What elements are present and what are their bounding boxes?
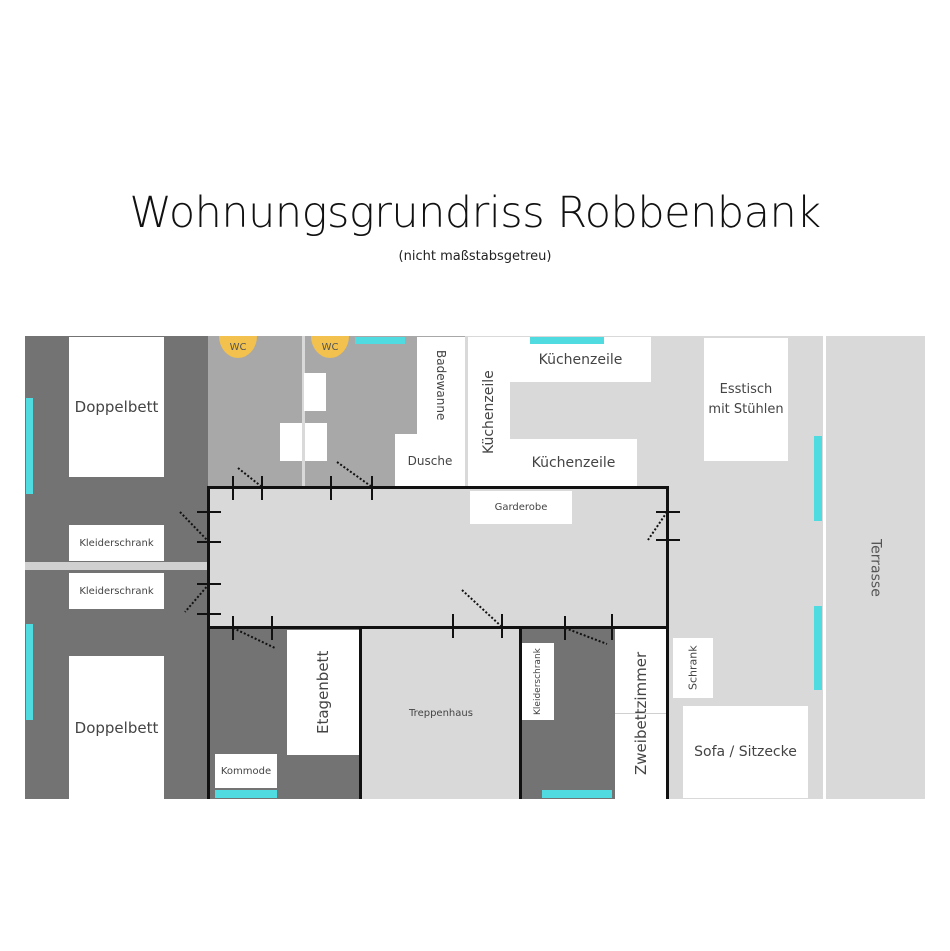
window — [26, 398, 33, 494]
wall — [207, 486, 210, 799]
dresser-label: Kommode — [220, 765, 272, 777]
terrace-divider — [823, 336, 826, 799]
garderobe: Garderobe — [470, 491, 572, 524]
wardrobe-top: Kleiderschrank — [69, 525, 164, 561]
shower: Dusche — [395, 434, 465, 488]
window — [814, 436, 822, 521]
page-subtitle: (nicht maßstabsgetreu) — [398, 249, 552, 264]
doors — [179, 461, 680, 649]
sink — [304, 373, 326, 411]
bedroom-divider — [25, 562, 208, 570]
window — [355, 337, 405, 344]
kitchen-counter-top: Küchenzeile — [510, 337, 651, 382]
dining-table-line2: mit Stühlen — [708, 401, 784, 417]
kitchen-counter-bottom: Küchenzeile — [510, 439, 637, 487]
bathtub-label: Badewanne — [434, 350, 448, 421]
double-bed-label: Doppelbett — [74, 398, 159, 416]
wc-toilet-left: WC — [219, 336, 257, 358]
sofa-label: Sofa / Sitzecke — [694, 744, 797, 760]
shower-label: Dusche — [407, 454, 453, 468]
wardrobe-label: Kleiderschrank — [79, 585, 154, 597]
wardrobe-bottom: Kleiderschrank — [69, 573, 164, 609]
wall — [519, 626, 522, 799]
window — [26, 624, 33, 720]
double-bed-top: Doppelbett — [69, 337, 164, 477]
terrace-label: Terrasse — [867, 538, 884, 597]
stairwell: Treppenhaus — [362, 628, 520, 799]
toilet-label: WC — [229, 341, 247, 353]
sink — [305, 423, 327, 461]
floor-plan: Doppelbett Kleiderschrank Kleiderschrank… — [25, 336, 925, 799]
wc-toilet-bath: WC — [311, 336, 349, 358]
wall — [207, 626, 669, 629]
stairwell-label: Treppenhaus — [409, 708, 473, 719]
window — [542, 790, 612, 798]
toilet-label: WC — [321, 341, 339, 353]
window — [215, 790, 277, 798]
wall — [207, 486, 669, 489]
double-bed-label: Doppelbett — [74, 718, 159, 737]
page-title: Wohnungsgrundriss Robbenbank — [129, 188, 821, 238]
wc-room — [208, 336, 302, 488]
kitchen-counter-label: Küchenzeile — [538, 351, 623, 368]
dresser: Kommode — [215, 754, 277, 788]
terrace: Terrasse — [826, 336, 925, 799]
double-bed-bottom: Doppelbett — [69, 656, 164, 799]
bed-divider — [615, 713, 667, 714]
sofa: Sofa / Sitzecke — [683, 706, 808, 798]
wall — [359, 626, 362, 799]
dining-table: Esstisch mit Stühlen — [704, 338, 788, 461]
bathtub: Badewanne — [417, 337, 465, 434]
kitchen-counter-label: Küchenzeile — [531, 455, 616, 471]
wardrobe-label: Kleiderschrank — [79, 537, 154, 549]
wall — [666, 486, 669, 799]
window — [530, 337, 604, 344]
dining-table-line1: Esstisch — [719, 381, 773, 397]
window — [814, 606, 822, 690]
garderobe-label: Garderobe — [494, 502, 548, 513]
sink — [280, 423, 302, 461]
